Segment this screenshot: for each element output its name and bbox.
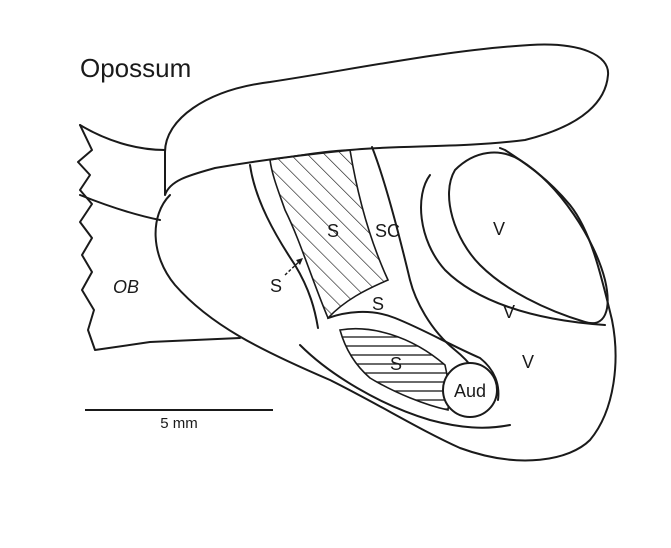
label-aud: Aud bbox=[454, 381, 486, 401]
olfactory-lower-edge bbox=[80, 195, 160, 220]
label-v-top: V bbox=[493, 219, 505, 239]
label-sc: SC bbox=[375, 221, 400, 241]
dorsal-cortex-outline bbox=[165, 45, 608, 195]
label-ob: OB bbox=[113, 277, 139, 297]
label-s-left: S bbox=[270, 276, 282, 296]
lateral-cortex-outline bbox=[156, 148, 616, 460]
olfactory-bulb-outline bbox=[78, 125, 240, 350]
visual-cortex-oval bbox=[449, 153, 608, 324]
label-v-mid: V bbox=[503, 302, 515, 322]
olfactory-upper-edge bbox=[80, 125, 165, 150]
label-s-bottom: S bbox=[390, 354, 402, 374]
label-v-low: V bbox=[522, 352, 534, 372]
label-s-center: S bbox=[327, 221, 339, 241]
label-s-lower: S bbox=[372, 294, 384, 314]
scale-bar-label: 5 mm bbox=[160, 415, 198, 432]
diagram-title: Opossum bbox=[80, 53, 191, 83]
